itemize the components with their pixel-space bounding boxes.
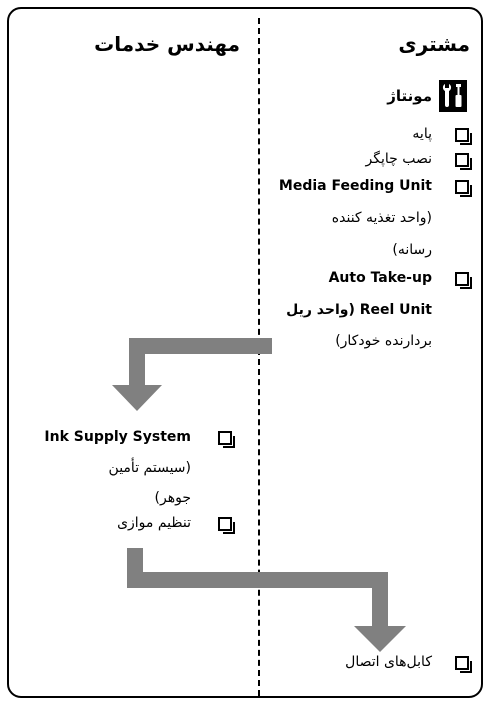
customer-heading: مشتری [398, 32, 470, 56]
checkbox-stand[interactable] [455, 128, 472, 145]
checkbox-media-feeding-unit[interactable] [455, 180, 472, 197]
item-parallel-adjustment: تنظیم موازی [117, 515, 191, 531]
item-auto-take-up-3: بردارنده خودکار) [335, 333, 432, 349]
checkbox-printer-install[interactable] [455, 153, 472, 170]
item-auto-take-up: Auto Take-up [328, 270, 432, 286]
item-ink-supply-system: Ink Supply System [44, 429, 191, 445]
item-media-feeding-unit-fa-2: رسانه) [392, 242, 432, 258]
item-ink-supply-system-fa-1: (سیستم تأمین [108, 460, 191, 476]
service-engineer-heading: مهندس خدمات [94, 32, 240, 56]
checkbox-ink-supply-system[interactable] [218, 431, 235, 448]
arrow-to-cables [127, 548, 406, 652]
assembly-label: مونتاژ [387, 87, 432, 105]
checkbox-connection-cables[interactable] [455, 656, 472, 673]
page-frame [7, 7, 483, 698]
item-stand: پایه [412, 126, 432, 142]
item-connection-cables: کابل‌های اتصال [345, 654, 432, 670]
arrow-to-engineer [112, 338, 272, 411]
wrench-screwdriver-icon [439, 80, 467, 112]
item-ink-supply-system-fa-2: جوهر) [154, 490, 191, 506]
checkbox-parallel-adjustment[interactable] [218, 517, 235, 534]
checkbox-auto-take-up[interactable] [455, 272, 472, 289]
item-media-feeding-unit-fa-1: (واحد تغذیه کننده [331, 210, 432, 226]
item-printer-install: نصب چاپگر [365, 151, 432, 167]
item-media-feeding-unit: Media Feeding Unit [278, 178, 432, 194]
item-auto-take-up-2: Reel Unit (واحد ریل [286, 302, 432, 318]
column-divider [258, 18, 260, 696]
